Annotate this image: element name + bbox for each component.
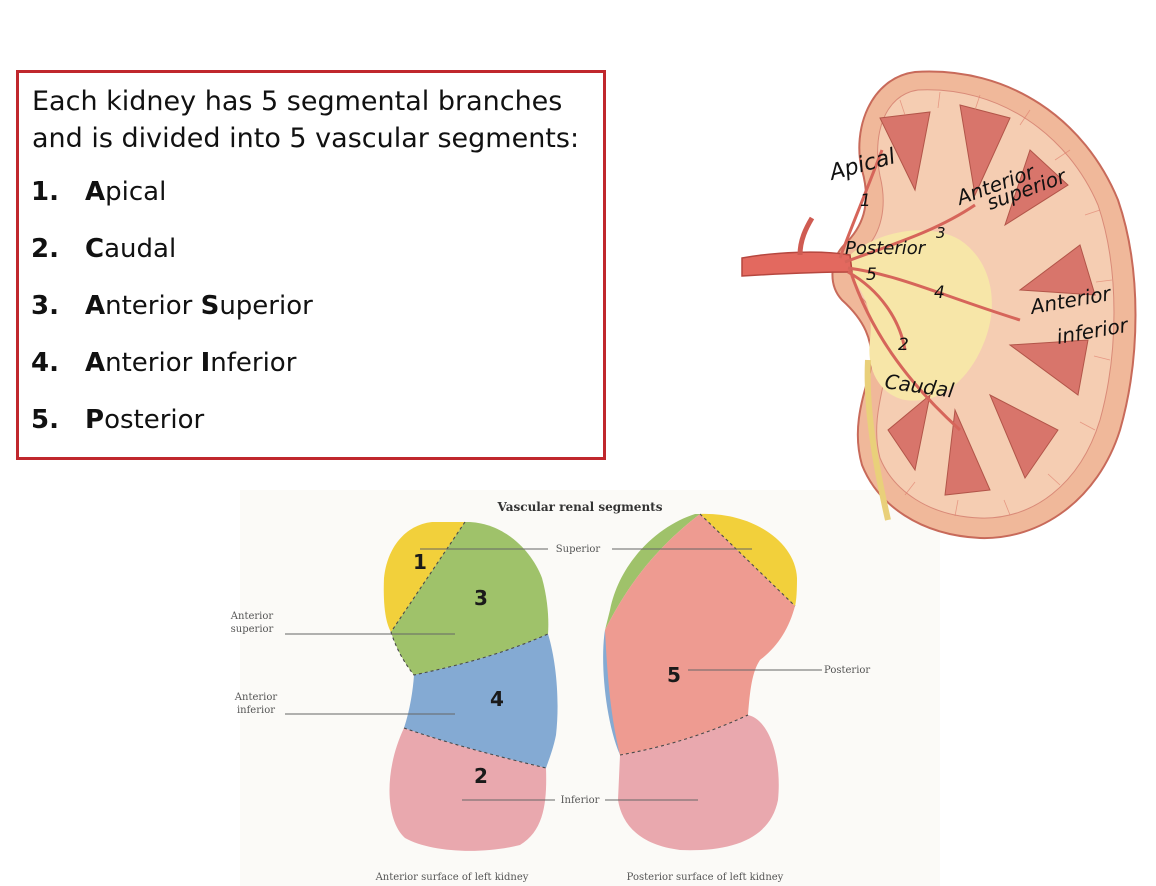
item-number: 1. [31,177,59,207]
posterior-apical-segment [700,513,797,606]
segment-list: 1. Apical 2. Caudal 3. Anterior Superior 4.… [31,177,313,462]
item-number: 3. [31,291,59,321]
leader-lines [285,548,822,801]
illustration-number: 1 [860,191,871,211]
posterior-label: Posterior [824,665,870,676]
handwritten-posterior: Posterior [845,238,927,259]
anterior-superior-label-line1: Anterior [230,611,274,622]
item-text: nterior [105,348,201,378]
anterior-superior-segment [391,521,549,675]
segment-borders [390,521,549,769]
renal-artery [741,149,1021,432]
anterior-kidney [383,521,558,851]
renal-pyramids [879,104,1096,496]
segments-text-box: Each kidney has 5 segmental branches and… [16,70,606,460]
item-text: uperior [219,291,313,321]
segment-number: 2 [474,764,488,788]
anterior-superior-label-line2: superior [231,624,274,635]
segment-number: 5 [667,663,681,687]
item-number: 4. [31,348,59,378]
segment-number: 1 [413,550,427,574]
superior-label: Superior [556,544,601,555]
list-item: 1. Apical [31,177,313,234]
posterior-caption: Posterior surface of left kidney [627,872,784,883]
item-initial: A [85,291,106,321]
list-item: 4. Anterior Inferior [31,348,313,405]
item-text: nterior [105,291,201,321]
item-number: 2. [31,234,59,264]
item-text: audal [104,234,177,264]
figure-background [240,490,940,886]
item-initial: C [85,234,105,264]
list-item: 2. Caudal [31,234,313,291]
segmental-arteries [838,149,1021,432]
anterior-caption: Anterior surface of left kidney [375,872,529,883]
item-initial: A [85,348,106,378]
item-initial: S [200,291,220,321]
anterior-inferior-label-line1: Anterior [234,692,278,703]
item-text: pical [105,177,167,207]
segment-number: 3 [474,586,488,610]
posterior-inferior-segment [618,715,779,851]
illustration-number: 4 [934,283,945,303]
ureter [864,359,891,521]
posterior-segment [605,514,795,755]
posterior-borders [619,513,796,756]
intro-text: Each kidney has 5 segmental branches and… [32,86,580,154]
illustration-number: 5 [866,265,877,285]
item-number: 5. [31,405,59,435]
segment-number: 4 [490,687,504,711]
item-initial: A [85,177,106,207]
cortex-striations [899,91,1113,517]
kidney-cross-section [831,70,1137,540]
figure-title: Vascular renal segments [497,500,663,514]
posterior-sliver-blue [603,630,620,755]
anterior-inferior-label-line2: inferior [237,705,275,716]
illustration-number: 3 [936,224,946,242]
illustration-number: 2 [898,335,909,355]
inferior-label: Inferior [561,795,600,806]
list-item: 3. Anterior Superior [31,291,313,348]
inferior-segment [389,728,547,851]
list-item: 5. Posterior [31,405,313,462]
item-text: nferior [210,348,297,378]
anterior-inferior-segment [404,634,558,768]
item-text: osterior [104,405,205,435]
posterior-kidney [603,513,797,851]
renal-sinus [850,230,992,401]
item-initial: P [85,405,105,435]
item-initial: I [200,348,211,378]
